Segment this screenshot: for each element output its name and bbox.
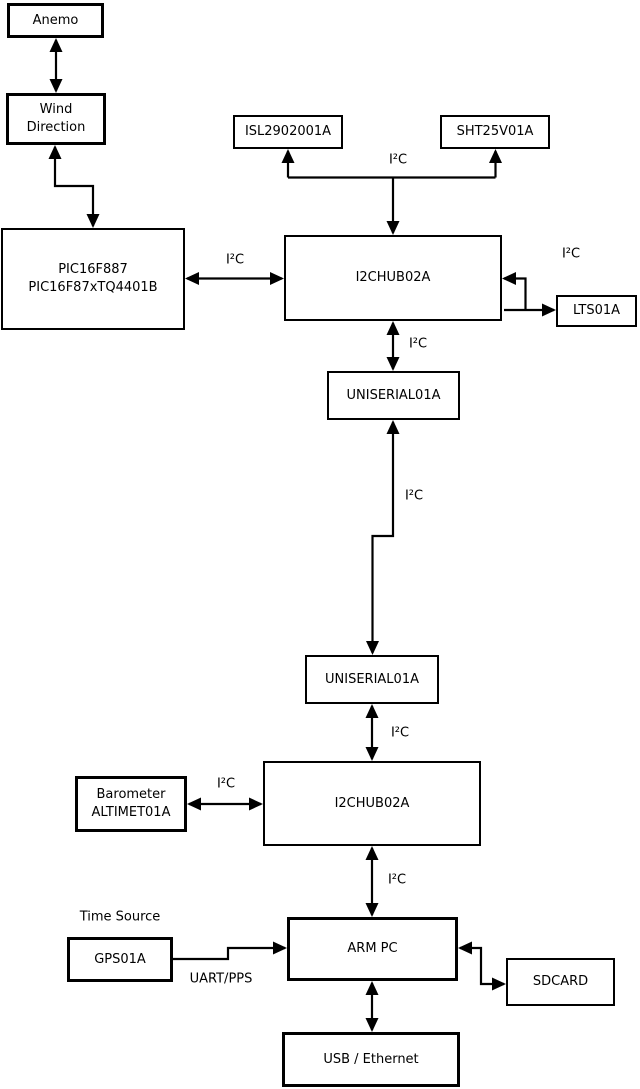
edge-label-i2c-hub2-armpc: I²C bbox=[387, 872, 407, 888]
box-sdcard-label: SDCARD bbox=[532, 974, 589, 989]
edge-hub1-lts bbox=[504, 277, 554, 312]
edge-label-time-source: Time Source bbox=[79, 909, 161, 925]
box-barometer-label-line2: ALTIMET01A bbox=[91, 805, 171, 820]
arrowhead-up-uni1-hub1 bbox=[386, 321, 400, 335]
box-arm-pc-label: ARM PC bbox=[347, 941, 398, 956]
arrowhead-right-hub1-lts bbox=[542, 303, 556, 317]
box-i2chub02a-2: I2CHUB02A bbox=[263, 761, 481, 846]
arrowhead-down-hub2-armpc bbox=[365, 903, 379, 917]
arrowhead-right-pic-hub1 bbox=[270, 272, 284, 285]
box-sht25v01a-label: SHT25V01A bbox=[456, 124, 534, 139]
box-anemo: Anemo bbox=[7, 3, 104, 38]
box-anemo-label: Anemo bbox=[32, 12, 79, 28]
edge-gps-armpc bbox=[173, 946, 285, 961]
arrowhead-up-hub1-isl bbox=[281, 149, 295, 163]
box-barometer-label-line1: Barometer bbox=[96, 787, 166, 802]
edge-wind-pic bbox=[53, 147, 95, 226]
arrowhead-right-baro-hub2 bbox=[249, 797, 263, 811]
box-i2chub02a-1-label: I2CHUB02A bbox=[355, 270, 431, 285]
arrowhead-down-armpc-usb bbox=[365, 1018, 379, 1032]
arrowhead-down-hub1-uni1 bbox=[386, 357, 400, 371]
arrowhead-right-armpc-sdcard bbox=[492, 977, 506, 991]
box-wind-direction-label-line2: Direction bbox=[26, 120, 86, 135]
box-pic16f887-label-line1: PIC16F887 bbox=[58, 262, 128, 277]
box-isl2902001a-label: ISL2902001A bbox=[244, 124, 332, 139]
box-i2chub02a-1: I2CHUB02A bbox=[284, 235, 502, 321]
box-usb-ethernet-label: USB / Ethernet bbox=[323, 1051, 419, 1067]
arrowhead-up-wind-anemo bbox=[49, 38, 63, 52]
arrowhead-up-pic-wind bbox=[48, 145, 62, 159]
arrowhead-left-sdcard-armpc bbox=[458, 941, 472, 955]
arrowhead-left-hub2-baro bbox=[187, 797, 201, 811]
arrowhead-down-wind-pic bbox=[86, 214, 100, 228]
arrowhead-right-gps-armpc bbox=[273, 941, 287, 955]
edge-armpc-sdcard bbox=[460, 946, 504, 986]
arrowhead-down-anemo-wind bbox=[49, 79, 63, 93]
box-uniserial01a-2-label: UNISERIAL01A bbox=[325, 671, 419, 687]
box-uniserial01a-2: UNISERIAL01A bbox=[305, 655, 439, 704]
arrowhead-down-uni1-uni2 bbox=[366, 641, 379, 655]
box-uniserial01a-1-label: UNISERIAL01A bbox=[346, 387, 441, 403]
arrowhead-up-uni2-uni1 bbox=[386, 420, 400, 434]
edge-hub1-sensors bbox=[286, 151, 497, 233]
edge-label-i2c-pic-hub1: I²C bbox=[225, 252, 245, 268]
box-isl2902001a: ISL2902001A bbox=[233, 115, 343, 149]
edge-label-i2c-baro-hub2: I²C bbox=[216, 776, 236, 792]
arrowhead-down-sensors-hub1 bbox=[386, 221, 400, 235]
edge-label-i2c-uni1-uni2: I²C bbox=[404, 488, 424, 504]
box-lts01a: LTS01A bbox=[556, 295, 637, 327]
box-barometer-altimet01a: Barometer ALTIMET01A bbox=[75, 776, 187, 832]
box-i2chub02a-2-label: I2CHUB02A bbox=[334, 795, 410, 811]
arrowhead-up-hub2-uni2 bbox=[365, 704, 379, 718]
arrowhead-down-uni2-hub2 bbox=[365, 747, 379, 761]
arrowhead-up-hub1-sht bbox=[489, 149, 502, 163]
box-wind-direction: Wind Direction bbox=[6, 93, 106, 145]
edge-uni1-uni2 bbox=[371, 422, 395, 653]
box-sdcard: SDCARD bbox=[506, 958, 615, 1006]
arrowhead-up-armpc-hub2 bbox=[365, 846, 379, 860]
box-lts01a-label: LTS01A bbox=[572, 303, 621, 318]
box-pic16f887-label-line2: PIC16F87xTQ4401B bbox=[28, 280, 158, 295]
arrowhead-up-usb-armpc bbox=[365, 981, 379, 995]
edge-label-i2c-hub1-sensors: I²C bbox=[388, 152, 408, 168]
box-gps01a: GPS01A bbox=[67, 937, 173, 982]
arrowhead-left-hub1-pic bbox=[185, 272, 199, 285]
edge-label-i2c-hub1-lts: I²C bbox=[561, 246, 581, 262]
box-sht25v01a: SHT25V01A bbox=[440, 115, 550, 149]
box-arm-pc: ARM PC bbox=[287, 917, 458, 981]
box-usb-ethernet: USB / Ethernet bbox=[282, 1032, 460, 1087]
box-pic16f887: PIC16F887 PIC16F87xTQ4401B bbox=[1, 228, 185, 330]
box-uniserial01a-1: UNISERIAL01A bbox=[327, 371, 460, 420]
edge-label-i2c-hub1-uni1: I²C bbox=[408, 336, 428, 352]
edge-label-i2c-uni2-hub2: I²C bbox=[390, 725, 410, 741]
arrowhead-left-lts-hub1 bbox=[502, 272, 516, 285]
box-wind-direction-label-line1: Wind bbox=[39, 102, 73, 117]
box-gps01a-label: GPS01A bbox=[94, 951, 146, 967]
edge-label-uart-pps: UART/PPS bbox=[189, 971, 253, 987]
